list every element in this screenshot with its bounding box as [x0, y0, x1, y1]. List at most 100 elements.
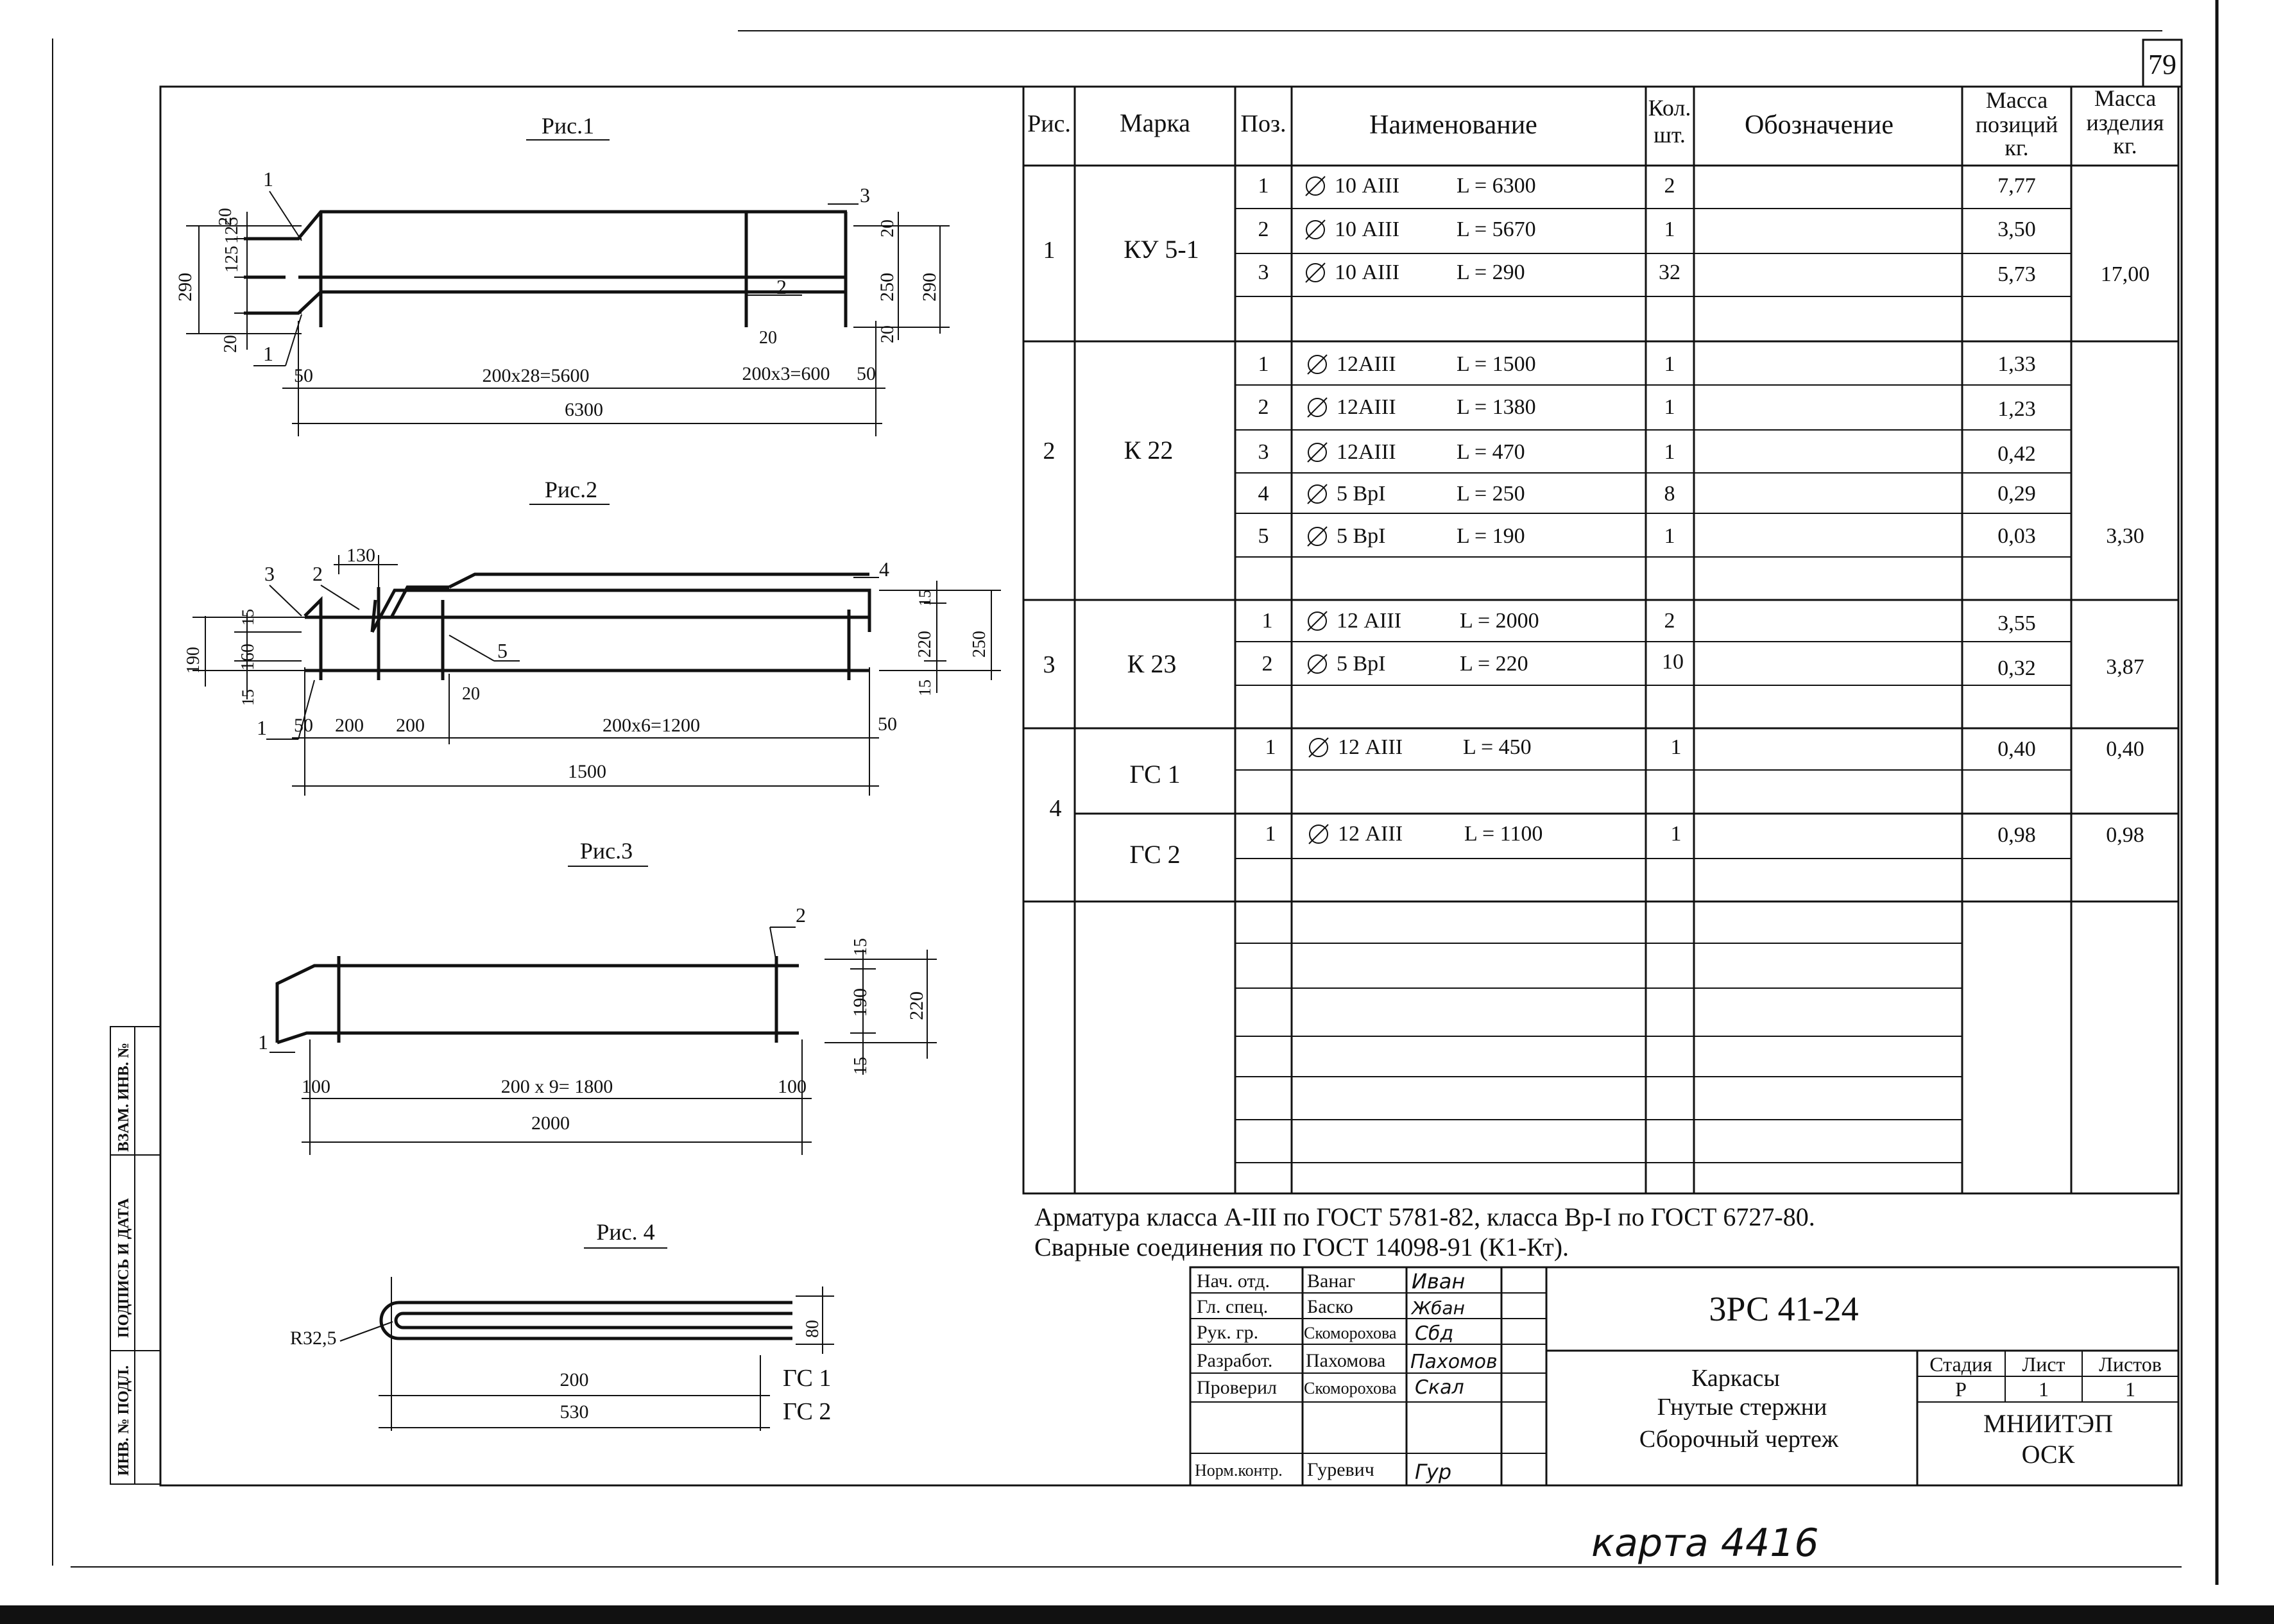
fig2-callout-3: 3 — [264, 562, 275, 585]
g5r1-pos: 1 — [1265, 822, 1276, 846]
tb-sheet-label: Лист — [2022, 1353, 2065, 1376]
fig4-title: Рис. 4 — [596, 1219, 654, 1245]
g2-fig: 2 — [1043, 438, 1056, 465]
g4r1-mass: 0,40 — [1997, 737, 2036, 761]
tb-signature-3: Пахомов — [1410, 1351, 1498, 1373]
header-qty: Кол.шт. — [1648, 95, 1691, 148]
fig2-overall: 1500 — [568, 761, 606, 782]
g2r3-mass: 0,42 — [1997, 442, 2036, 466]
diameter-icon — [1307, 654, 1328, 674]
fig3-dim-100-right: 100 — [778, 1076, 807, 1097]
g1r2-len: L = 5670 — [1457, 218, 1536, 241]
fig3-dim-15a: 15 — [851, 938, 871, 956]
g2r3-pos: 3 — [1258, 440, 1269, 464]
fig1-dim-600: 200x3=600 — [742, 363, 830, 384]
g2r2-len: L = 1380 — [1457, 395, 1536, 419]
tb-code: 3РС 41-24 — [1709, 1290, 1858, 1328]
tb-role-4: Проверил — [1197, 1377, 1277, 1398]
header-designation: Обозначение — [1745, 110, 1894, 140]
figure-1: Рис.1 1 3 2 1 290 20 125 125 20 — [175, 113, 950, 436]
tb-name-2: Скоморохова — [1304, 1324, 1397, 1342]
spec-table: Рис. Марка Поз. Наименование Кол.шт. Обо… — [1022, 85, 2180, 1195]
diameter-icon — [1307, 611, 1328, 631]
g3r1-dia: 12 АIII — [1337, 609, 1401, 633]
tb-signature-1: Жбан — [1410, 1297, 1465, 1319]
title-block: Нач. отд. Гл. спец. Рук. гр. Разработ. П… — [1189, 1266, 2180, 1487]
header-qty-l2: шт. — [1654, 122, 1686, 148]
fig3-dim-100-left: 100 — [302, 1076, 330, 1097]
diameter-icon — [1305, 219, 1326, 240]
fig3-dim-1800: 200 x 9= 1800 — [501, 1076, 613, 1097]
g2r3-dia: 12АIII — [1337, 440, 1396, 464]
side-stamp-vzam: ВЗАМ. ИНВ. № — [115, 1043, 132, 1152]
g1r1-dia: 10 АIII — [1335, 174, 1399, 198]
g4-mark-gs1: ГС 1 — [1129, 760, 1180, 789]
g4r1-len: L = 450 — [1463, 735, 1532, 759]
fig2-dim-200b: 200 — [396, 715, 425, 736]
fig1-callout-1a: 1 — [263, 167, 273, 191]
tb-role-0: Нач. отд. — [1197, 1270, 1270, 1292]
g1r1-mass: 7,77 — [1997, 174, 2036, 198]
fig1-callout-3: 3 — [860, 184, 870, 207]
tb-stage-label: Стадия — [1929, 1353, 1992, 1376]
fig1-title: Рис.1 — [542, 113, 594, 139]
header-qty-l1: Кол. — [1648, 95, 1691, 121]
g2r5-qty: 1 — [1664, 524, 1675, 548]
g4r1-pos: 1 — [1265, 735, 1276, 759]
fig2-dim-50-right: 50 — [878, 714, 897, 735]
tb-sheets: 1 — [2125, 1378, 2135, 1401]
fig1-dim-5600: 200x28=5600 — [483, 365, 590, 386]
diameter-icon — [1307, 397, 1328, 418]
tb-name-4: Скоморохова — [1304, 1379, 1397, 1397]
g1r3-mass: 5,73 — [1997, 262, 2036, 286]
tb-name-6: Гуревич — [1307, 1459, 1374, 1480]
fig1-dim-250: 250 — [876, 273, 898, 302]
tb-sheet: 1 — [2039, 1378, 2049, 1401]
figure-4: Рис. 4 80 R32,5 200 530 ГС 1 ГС 2 — [290, 1219, 834, 1431]
g3r2-dia: 5 ВрI — [1337, 652, 1386, 676]
fig3-dim-190: 190 — [850, 988, 871, 1017]
fig2-dim-small-20: 20 — [462, 684, 480, 704]
page-number-box: 79 — [2142, 38, 2183, 88]
fig2-dim-200a: 200 — [335, 715, 364, 736]
fig4-dim-80: 80 — [803, 1320, 823, 1338]
header-name: Наименование — [1369, 110, 1537, 140]
diameter-icons — [1305, 176, 1329, 844]
diameter-icon — [1308, 824, 1329, 844]
tb-role-3: Разработ. — [1197, 1350, 1272, 1371]
page-number: 79 — [2148, 49, 2176, 80]
tb-desc-1: Каркасы — [1691, 1365, 1780, 1392]
g2r1-mass: 1,33 — [1997, 352, 2036, 376]
g4r1-dia: 12 АIII — [1338, 735, 1403, 759]
g2-mark: К 22 — [1124, 436, 1174, 465]
g1-mass-item: 17,00 — [2101, 262, 2150, 286]
g2r4-dia: 5 ВрI — [1337, 482, 1386, 506]
g5r1-len: L = 1100 — [1464, 822, 1543, 846]
diameter-icon — [1308, 737, 1329, 758]
g1r3-dia: 10 АIII — [1335, 261, 1399, 284]
notes: Арматура класса А-III по ГОСТ 5781-82, к… — [1034, 1202, 1815, 1261]
g2r2-mass: 1,23 — [1997, 397, 2036, 421]
figure-3: Рис.3 2 1 15 190 220 15 100 200 x 9= 180… — [258, 838, 937, 1155]
diameter-icon — [1307, 442, 1328, 463]
fig1-dim-125b: 125 — [222, 217, 242, 244]
fig3-callout-2: 2 — [796, 903, 806, 927]
g2r5-len: L = 190 — [1457, 524, 1525, 548]
g4-fig: 4 — [1050, 795, 1062, 822]
g1r1-pos: 1 — [1258, 174, 1269, 198]
fig4-dim-530: 530 — [560, 1401, 589, 1423]
g3r1-mass: 3,55 — [1997, 611, 2036, 635]
fig1-dim-290-left: 290 — [175, 273, 196, 302]
g3-fig: 3 — [1043, 651, 1056, 678]
row-lines — [1235, 208, 2071, 1163]
fig1-dim-right-20a: 20 — [878, 219, 898, 237]
g2r5-dia: 5 ВрI — [1337, 524, 1386, 548]
g3r1-qty: 2 — [1664, 609, 1675, 633]
fig3-overall: 2000 — [531, 1113, 570, 1134]
fig4-label-gs2: ГС 2 — [783, 1398, 831, 1425]
tb-signature-6: Гур — [1415, 1460, 1451, 1484]
g2r4-pos: 4 — [1258, 482, 1269, 506]
